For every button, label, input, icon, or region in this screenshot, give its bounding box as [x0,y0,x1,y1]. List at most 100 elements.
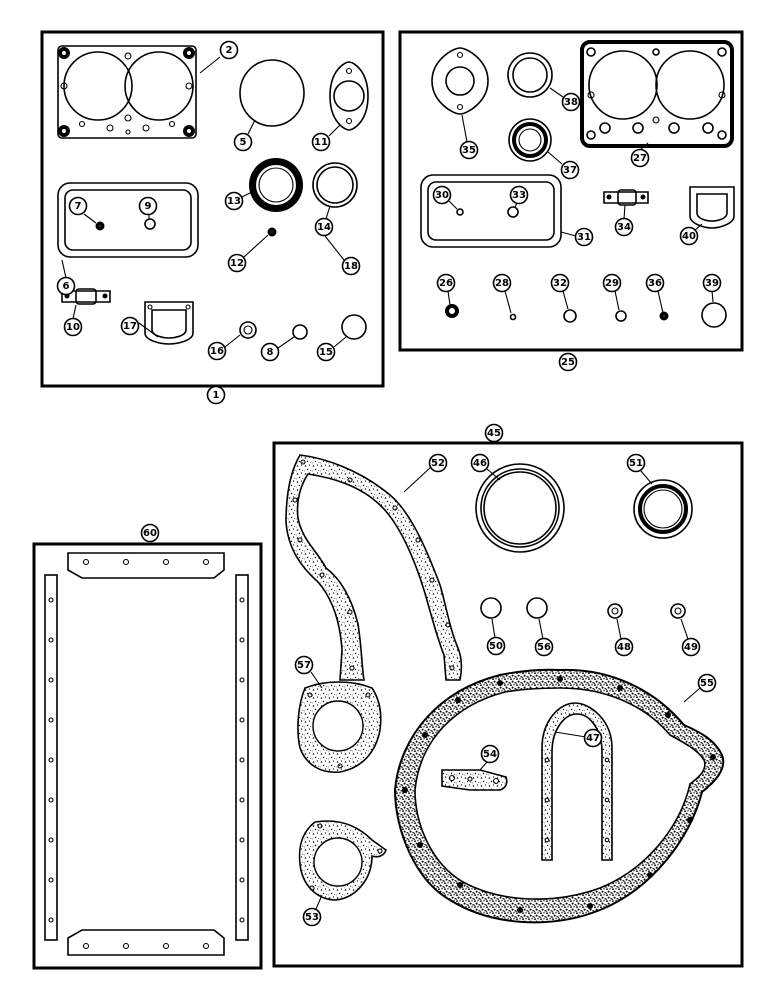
callout-circle [560,160,580,180]
callout-27: 27 [630,148,650,168]
leader-line-2 [199,56,221,74]
part-flywheel-housing-gasket-55 [393,668,725,924]
kit-45-panel [272,441,744,968]
callout-13: 13 [224,191,244,211]
callout-number: 33 [512,190,526,201]
part-washer-16 [239,321,257,339]
callout-number: 45 [487,428,501,439]
callout-circle [224,191,244,211]
leader-line-26 [447,290,451,306]
callout-39: 39 [702,273,722,293]
leader-line-34 [623,204,626,220]
callout-46: 46 [470,453,490,473]
part-valve-cover-gasket-31 [420,174,562,248]
callout-number: 49 [684,642,698,653]
callout-16: 16 [207,341,227,361]
callout-36: 36 [645,273,665,293]
callout-31: 31 [574,227,594,247]
callout-number: 25 [561,357,575,368]
callout-15: 15 [316,342,336,362]
callout-circle [470,453,490,473]
callout-47: 47 [583,728,603,748]
callout-circle [645,273,665,293]
callout-circle [626,453,646,473]
callout-circle [602,273,622,293]
callout-number: 32 [553,278,567,289]
part-o-ring-39 [701,302,727,328]
part-timing-cover-gasket-52 [285,454,463,681]
callout-number: 12 [230,258,244,269]
leader-line-31 [560,231,577,237]
part-exhaust-gasket-34 [603,189,649,206]
callout-55: 55 [697,673,717,693]
callout-number: 40 [682,231,696,242]
part-washer-48 [607,603,623,619]
callout-49: 49 [681,637,701,657]
callout-number: 36 [648,278,662,289]
callout-circle [206,385,226,405]
callout-number: 38 [564,97,578,108]
callout-circle [681,637,701,657]
callout-32: 32 [550,273,570,293]
leader-line-35 [461,114,468,143]
kit-label-60: 60 [140,523,160,543]
callout-28: 28 [492,273,512,293]
leader-line-6 [61,259,67,279]
part-oil-seal-13 [249,158,303,212]
callout-40: 40 [679,226,699,246]
callout-6: 6 [56,276,76,296]
callout-number: 29 [605,278,619,289]
callout-number: 35 [462,145,476,156]
callout-number: 28 [495,278,509,289]
part-o-ring-28 [509,313,517,321]
callout-circle [311,132,331,152]
leader-line-11 [328,124,341,137]
callout-33: 33 [509,185,529,205]
callout-circle [630,148,650,168]
leader-line-5 [247,119,256,135]
callout-number: 34 [617,222,631,233]
callout-circle [63,317,83,337]
callout-number: 18 [344,261,358,272]
part-gasket-54 [441,769,508,791]
part-seal-9 [144,218,156,230]
callout-5: 5 [233,132,253,152]
part-cover-gasket-40 [689,186,735,229]
callout-circle [486,636,506,656]
callout-52: 52 [428,453,448,473]
leader-line-7 [83,213,97,224]
callout-number: 39 [705,278,719,289]
part-seal-38 [507,52,553,98]
leader-line-8 [277,336,295,349]
part-valve-cover-gasket-6 [57,182,199,258]
kit-25-panel [398,30,744,352]
callout-circle [561,92,581,112]
part-cylinder-head-gasket-27 [580,40,734,148]
callout-37: 37 [560,160,580,180]
leader-line-39 [711,290,714,303]
leader-line-46 [486,468,501,481]
callout-number: 37 [563,165,577,176]
callout-number: 14 [317,222,331,233]
part-oil-seal-37 [508,118,552,162]
leader-line-49 [680,618,689,640]
kit-label-25: 25 [558,352,578,372]
callout-circle [702,273,722,293]
callout-38: 38 [561,92,581,112]
callout-circle [428,453,448,473]
callout-number: 57 [297,660,311,671]
callout-50: 50 [486,636,506,656]
callout-circle [583,728,603,748]
callout-48: 48 [614,637,634,657]
callout-number: 27 [633,153,647,164]
part-seal-33 [507,206,519,218]
part-washer-49 [670,603,686,619]
callout-circle [574,227,594,247]
callout-number: 60 [143,528,157,539]
leader-line-36 [657,290,664,314]
leader-line-51 [640,470,653,485]
leader-line-10 [72,304,77,320]
callout-29: 29 [602,273,622,293]
